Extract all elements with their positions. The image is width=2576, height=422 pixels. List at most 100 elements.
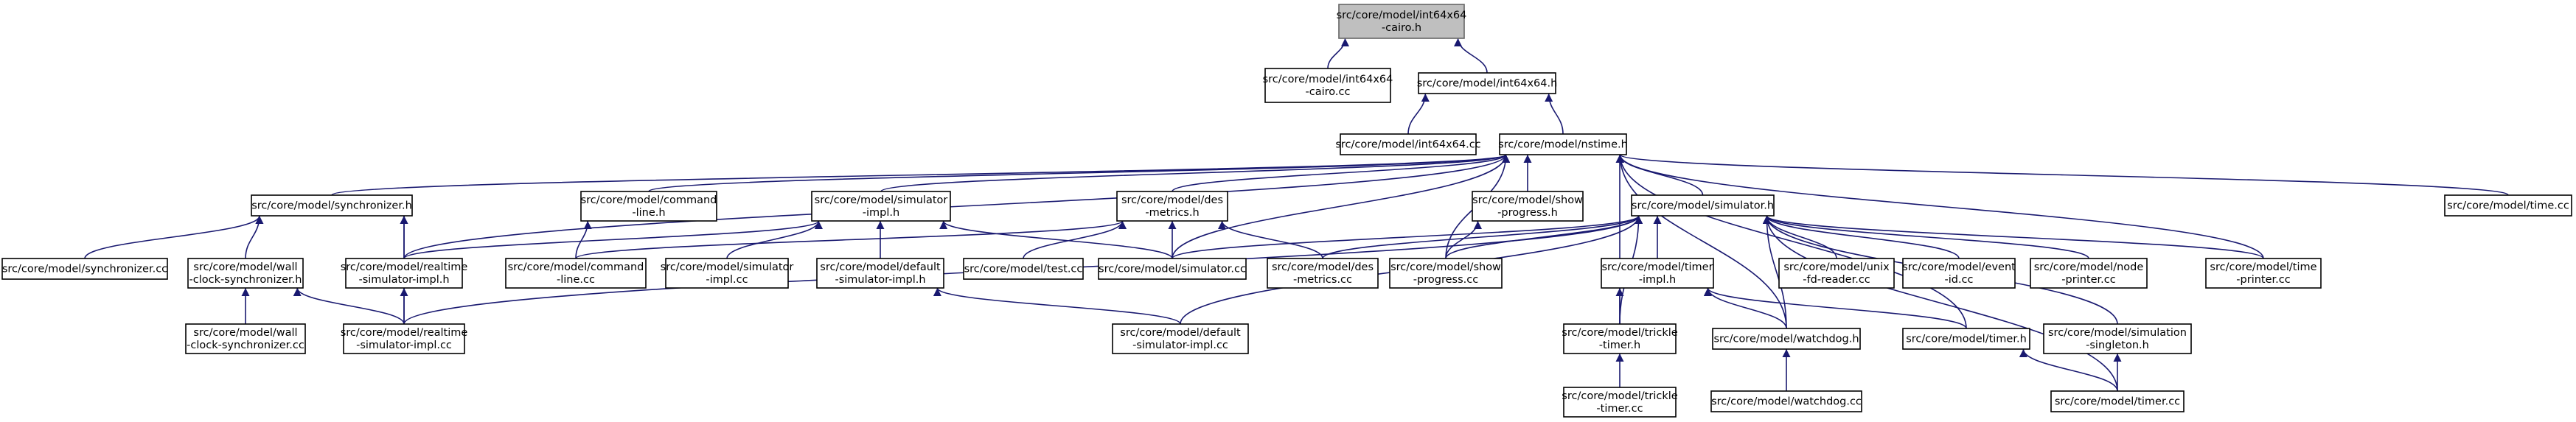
node-box <box>1116 191 1228 222</box>
node-label: src/core/model/timer.cc <box>2055 396 2180 408</box>
node-label: src/core/model/wall <box>193 327 297 339</box>
node-box <box>2050 390 2185 412</box>
file-node[interactable]: src/core/model/simulator-impl.h <box>811 191 951 222</box>
node-label: src/core/model/node <box>2034 261 2144 273</box>
dependency-edge <box>1616 154 2509 196</box>
dependency-edge <box>403 154 1510 259</box>
dependency-edge <box>293 287 405 325</box>
edge-line <box>1407 93 1430 135</box>
node-label: src/core/model/wall <box>193 261 297 273</box>
node-label: -singleton.h <box>2086 340 2149 351</box>
dependency-edge <box>84 215 264 259</box>
dependency-edge <box>1327 38 1349 69</box>
root-file-node[interactable]: src/core/model/int64x64-cairo.h <box>1337 4 1467 39</box>
file-node[interactable]: src/core/model/command-line.cc <box>505 258 647 289</box>
edge-line <box>575 220 592 259</box>
edge-line <box>1545 93 1564 135</box>
file-node[interactable]: src/core/model/default-simulator-impl.h <box>816 258 944 289</box>
node-label: -cairo.cc <box>1306 86 1351 98</box>
file-node[interactable]: src/core/model/time-printer.cc <box>2205 258 2322 289</box>
node-label: src/core/model/synchronizer.cc <box>2 264 167 275</box>
dependency-edge <box>1762 215 2118 392</box>
file-node[interactable]: src/core/model/watchdog.cc <box>1710 390 1862 412</box>
edge-line <box>648 154 1510 192</box>
file-node[interactable]: src/core/model/int64x64.h <box>1417 72 1558 94</box>
edge-line <box>726 220 823 259</box>
file-node[interactable]: src/core/model/command-line.h <box>580 191 717 222</box>
node-label: -clock-synchronizer.h <box>189 274 302 286</box>
node-label: src/core/model/unix <box>1783 261 1890 273</box>
file-node[interactable]: src/core/model/synchronizer.cc <box>1 258 168 280</box>
file-node[interactable]: src/core/model/simulator.cc <box>1098 258 1247 280</box>
file-node[interactable]: src/core/model/show-progress.h <box>1472 191 1584 222</box>
edge-line <box>1172 154 1510 192</box>
file-node[interactable]: src/core/model/realtime-simulator-impl.h <box>341 258 468 289</box>
file-node[interactable]: src/core/model/timer.h <box>1902 328 2030 350</box>
node-label: -id.cc <box>1944 274 1973 286</box>
node-label: src/core/model/watchdog.h <box>1713 334 1859 345</box>
file-node[interactable]: src/core/model/watchdog.h <box>1712 328 1861 350</box>
dependency-edge <box>1615 154 1787 329</box>
file-node[interactable]: src/core/model/des-metrics.h <box>1116 191 1228 222</box>
node-label: src/core/model/trickle <box>1562 390 1677 402</box>
node-box <box>1112 323 1249 354</box>
file-node[interactable]: src/core/model/timer.cc <box>2050 390 2185 412</box>
node-box <box>251 194 413 217</box>
node-box <box>1418 72 1556 94</box>
node-label: -line.h <box>632 207 665 219</box>
dependency-edge <box>1762 215 1960 259</box>
dependency-edge <box>1023 220 1127 259</box>
node-box <box>1264 68 1391 103</box>
file-node[interactable]: src/core/model/show-progress.cc <box>1389 258 1503 289</box>
node-label: -timer.h <box>1599 340 1640 351</box>
edge-line <box>1762 215 2118 392</box>
node-label: src/core/model/show <box>1472 194 1583 206</box>
file-node[interactable]: src/core/model/test.cc <box>963 258 1084 280</box>
file-node[interactable]: src/core/model/trickle-timer.cc <box>1562 387 1678 418</box>
edge-line <box>1616 154 2509 196</box>
file-node[interactable]: src/core/model/timer-impl.h <box>1601 258 1714 289</box>
edge-line <box>1615 154 1787 329</box>
file-node[interactable]: src/core/model/simulator.h <box>1631 194 1775 217</box>
file-node[interactable]: src/core/model/synchronizer.h <box>251 194 413 217</box>
file-node[interactable]: src/core/model/nstime.h <box>1498 133 1628 155</box>
node-label: -printer.cc <box>2061 274 2115 286</box>
node-box <box>343 323 465 354</box>
node-box <box>1340 133 1477 155</box>
node-box <box>1712 328 1861 350</box>
file-node[interactable]: src/core/model/simulator-impl.cc <box>661 258 794 289</box>
file-node[interactable]: src/core/model/node-printer.cc <box>2030 258 2148 289</box>
file-node[interactable]: src/core/model/wall-clock-synchronizer.c… <box>185 323 306 354</box>
file-node[interactable]: src/core/model/realtime-simulator-impl.c… <box>341 323 468 354</box>
node-label: src/core/model/watchdog.cc <box>1711 396 1862 408</box>
node-box <box>2205 258 2322 289</box>
edge-line <box>403 154 1510 259</box>
file-node[interactable]: src/core/model/event-id.cc <box>1902 258 2016 289</box>
dependency-edge <box>331 154 1510 196</box>
dependency-edge <box>1615 154 1967 329</box>
node-box <box>580 191 717 222</box>
file-node[interactable]: src/core/model/time.cc <box>2444 194 2572 217</box>
file-node[interactable]: src/core/model/trickle-timer.h <box>1562 323 1678 354</box>
edge-line <box>933 287 1181 325</box>
dependency-edge <box>1172 215 1643 259</box>
node-label: -impl.h <box>863 207 899 219</box>
node-label: src/core/model/test.cc <box>964 264 1083 275</box>
node-label: -progress.h <box>1497 207 1558 219</box>
node-label: -clock-synchronizer.cc <box>187 340 304 351</box>
node-label: src/core/model/time <box>2210 261 2316 273</box>
file-node[interactable]: src/core/model/int64x64-cairo.cc <box>1263 68 1393 103</box>
file-node[interactable]: src/core/model/default-simulator-impl.cc <box>1112 323 1249 354</box>
edge-line <box>1322 215 1643 259</box>
node-label: -metrics.h <box>1145 207 1199 219</box>
node-label: -printer.cc <box>2236 274 2290 286</box>
file-node[interactable]: src/core/model/wall-clock-synchronizer.h <box>187 258 304 289</box>
file-node[interactable]: src/core/model/unix-fd-reader.cc <box>1778 258 1895 289</box>
file-node[interactable]: src/core/model/des-metrics.cc <box>1267 258 1379 289</box>
file-node[interactable]: src/core/model/int64x64.cc <box>1335 133 1481 155</box>
graph-edges <box>84 38 2509 392</box>
node-box <box>345 258 463 289</box>
node-label: -impl.h <box>1639 274 1676 286</box>
file-node[interactable]: src/core/model/simulation-singleton.h <box>2043 323 2192 354</box>
edge-line <box>1023 220 1127 259</box>
